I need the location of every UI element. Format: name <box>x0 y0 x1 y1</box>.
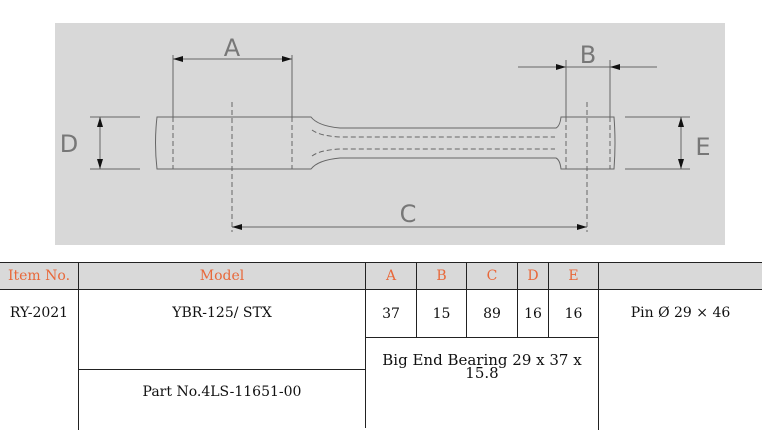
part-number: Part No.4LS-11651-00 <box>78 370 365 430</box>
item-no: RY-2021 <box>9 305 69 321</box>
spec-table: Item No. Model A B C D E RY-2021 YBR-125… <box>0 262 762 430</box>
model: YBR-125/ STX <box>78 290 365 370</box>
pin-info: Pin Ø 29 × 46 <box>598 290 762 430</box>
bearing-info: Big End Bearing 29 x 37 x 15.8 <box>365 338 598 428</box>
label-c: C <box>400 200 417 228</box>
header-item-no: Item No. <box>0 262 78 290</box>
header-d: D <box>517 262 548 290</box>
label-d: D <box>60 130 78 158</box>
connecting-rod-diagram: A B C D E <box>55 23 725 245</box>
label-b: B <box>580 41 596 69</box>
value-c: 89 <box>466 290 517 338</box>
value-d: 16 <box>517 290 548 338</box>
label-a: A <box>224 34 241 62</box>
header-a: A <box>365 262 416 290</box>
header-b: B <box>416 262 466 290</box>
label-e: E <box>695 133 710 161</box>
value-a: 37 <box>365 290 416 338</box>
value-e: 16 <box>548 290 598 338</box>
header-c: C <box>466 262 517 290</box>
header-extra <box>598 262 762 290</box>
header-model: Model <box>78 262 365 290</box>
value-b: 15 <box>416 290 466 338</box>
header-e: E <box>548 262 598 290</box>
